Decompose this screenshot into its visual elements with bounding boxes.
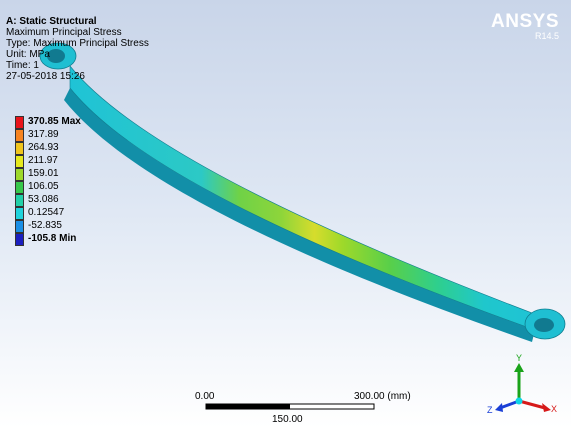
result-name: Maximum Principal Stress bbox=[6, 27, 122, 38]
legend-label: 159.01 bbox=[28, 168, 59, 179]
legend-swatch bbox=[15, 181, 24, 194]
result-type: Type: Maximum Principal Stress bbox=[6, 38, 149, 49]
left-spring-eye bbox=[39, 42, 77, 70]
analysis-title: A: Static Structural bbox=[6, 16, 97, 27]
legend-label: 370.85 Max bbox=[28, 116, 81, 127]
scale-label-start: 0.00 bbox=[195, 391, 215, 402]
leaf-spring-underside bbox=[64, 88, 535, 342]
result-unit: Unit: MPa bbox=[6, 49, 50, 60]
triad-x-label: X bbox=[551, 404, 557, 414]
legend-label: -105.8 Min bbox=[28, 233, 77, 244]
legend-swatch bbox=[15, 220, 24, 233]
legend-label: 106.05 bbox=[28, 181, 59, 192]
legend-label: 211.97 bbox=[28, 155, 58, 166]
legend-swatch bbox=[15, 116, 24, 129]
legend-swatch bbox=[15, 155, 24, 168]
leaf-spring-body bbox=[69, 65, 541, 331]
result-info: A: Static Structural Maximum Principal S… bbox=[6, 16, 149, 82]
legend-swatch bbox=[15, 129, 24, 142]
triad-y-label: Y bbox=[516, 353, 522, 363]
result-date: 27-05-2018 15:26 bbox=[6, 71, 85, 82]
ansys-version: R14.5 bbox=[534, 31, 559, 41]
legend-swatch bbox=[15, 142, 24, 155]
legend-label: 0.12547 bbox=[28, 207, 65, 218]
coordinate-triad[interactable]: Y X Z bbox=[487, 353, 557, 415]
scale-label-middle: 150.00 bbox=[272, 414, 303, 425]
scale-label-end: 300.00 (mm) bbox=[354, 391, 411, 402]
ansys-logo: ANSYS bbox=[491, 11, 559, 32]
legend-label: -52.835 bbox=[28, 220, 62, 231]
triad-z-label: Z bbox=[487, 405, 493, 415]
legend-label: 53.086 bbox=[28, 194, 59, 205]
legend-label: 264.93 bbox=[28, 142, 59, 153]
right-spring-eye bbox=[524, 308, 566, 340]
legend-label: 317.89 bbox=[28, 129, 59, 140]
legend-swatch bbox=[15, 207, 24, 220]
ansys-brand: ANSYS R14.5 bbox=[491, 12, 559, 42]
legend-swatch bbox=[15, 194, 24, 207]
result-time: Time: 1 bbox=[6, 60, 39, 71]
legend-swatch bbox=[15, 233, 24, 246]
legend-swatch bbox=[15, 168, 24, 181]
